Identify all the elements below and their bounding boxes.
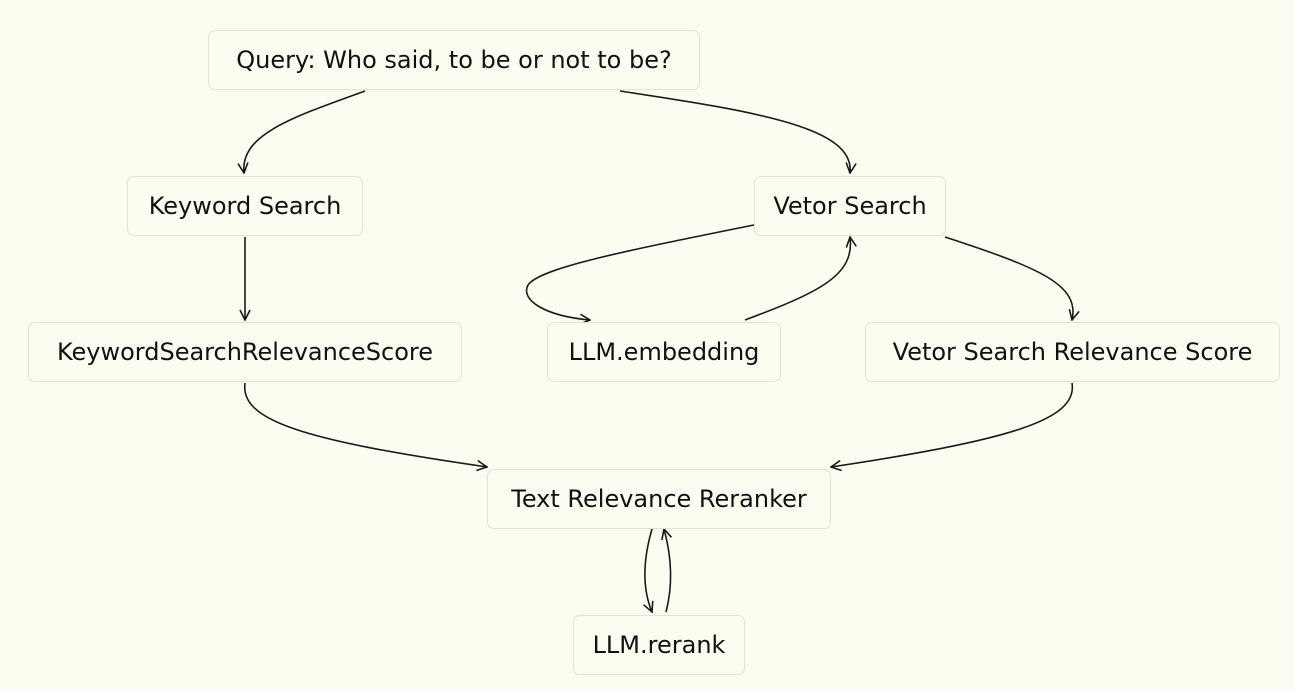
edge-llm-embedding-to-vector-search	[744, 237, 850, 321]
node-reranker: Text Relevance Reranker	[487, 469, 831, 529]
node-keyword-search: Keyword Search	[127, 176, 363, 236]
node-llm-embedding: LLM.embedding	[547, 322, 781, 382]
node-vector-search: Vetor Search	[754, 176, 946, 236]
edge-reranker-to-llm-rerank	[645, 528, 652, 612]
node-llm-rerank: LLM.rerank	[573, 615, 745, 675]
edge-query-to-keyword-search	[244, 90, 366, 173]
edge-keyword-score-to-reranker	[243, 382, 487, 467]
edge-vector-search-to-vector-score	[944, 236, 1073, 320]
node-vector-score: Vetor Search Relevance Score	[865, 322, 1280, 382]
edge-vector-search-to-llm-embedding	[525, 224, 755, 320]
node-query: Query: Who said, to be or not to be?	[208, 30, 700, 90]
edge-vector-score-to-reranker	[831, 382, 1074, 467]
edge-query-to-vector-search	[619, 90, 850, 173]
node-keyword-score: KeywordSearchRelevanceScore	[28, 322, 462, 382]
edge-llm-rerank-to-reranker	[664, 529, 671, 613]
